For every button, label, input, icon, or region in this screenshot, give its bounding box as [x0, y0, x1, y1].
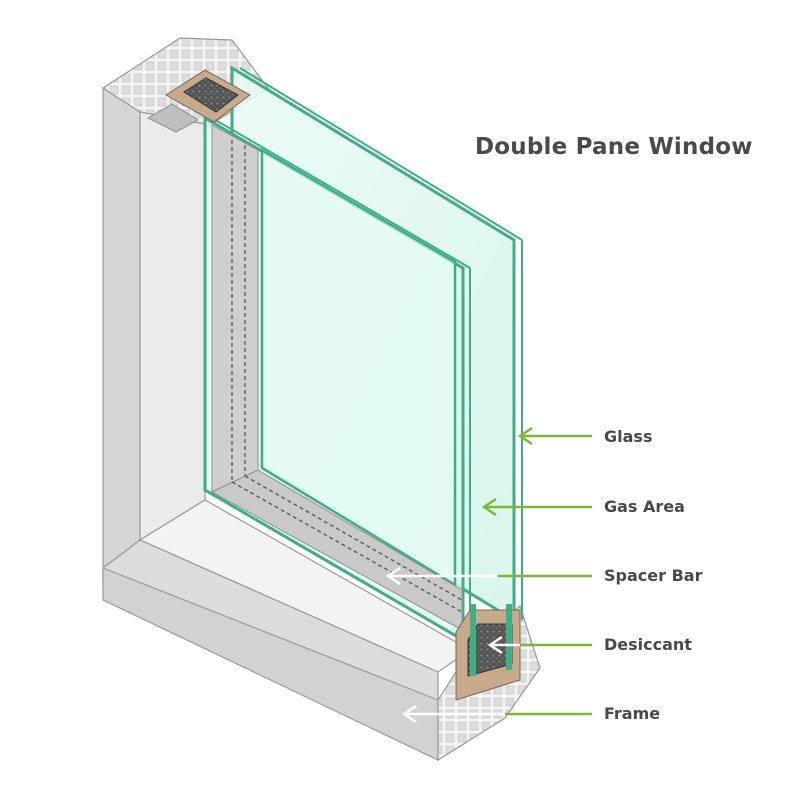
- callout-label-gas-area: Gas Area: [604, 497, 685, 516]
- spacer-bottom: [210, 469, 463, 631]
- top-desiccant: [183, 77, 239, 113]
- callout-label-frame: Frame: [604, 704, 661, 723]
- callout-line-gas-area: [481, 497, 592, 517]
- inner-glass-view: [260, 147, 457, 588]
- callout-line-desiccant: [487, 635, 592, 655]
- frame-left-inner: [139, 111, 206, 542]
- callout-label-glass: Glass: [604, 427, 653, 446]
- callout-line-spacer-bar: [385, 566, 592, 586]
- spacer-left: [211, 124, 259, 493]
- diagram-title: Double Pane Window: [475, 134, 753, 160]
- callout-label-desiccant: Desiccant: [604, 635, 692, 654]
- callout-line-frame: [401, 704, 592, 724]
- callout-label-spacer-bar: Spacer Bar: [604, 566, 703, 585]
- callout-lines: [385, 426, 592, 724]
- spacer-bar: [210, 124, 463, 631]
- callout-line-glass: [517, 426, 592, 446]
- frame-left-face: [102, 86, 141, 570]
- top-seal: [146, 69, 251, 133]
